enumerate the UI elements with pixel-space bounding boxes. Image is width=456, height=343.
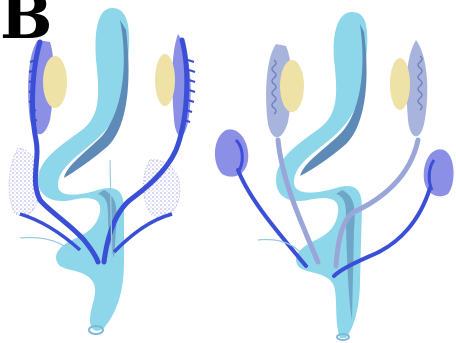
right-gonad-right	[390, 58, 410, 110]
right-reproductive-tract	[215, 12, 454, 340]
left-gonad-right	[155, 54, 175, 106]
left-gonad-left	[43, 56, 67, 108]
left-reproductive-tract	[9, 8, 195, 334]
right-gonad-left	[280, 60, 304, 112]
right-tubule-left	[238, 170, 306, 266]
